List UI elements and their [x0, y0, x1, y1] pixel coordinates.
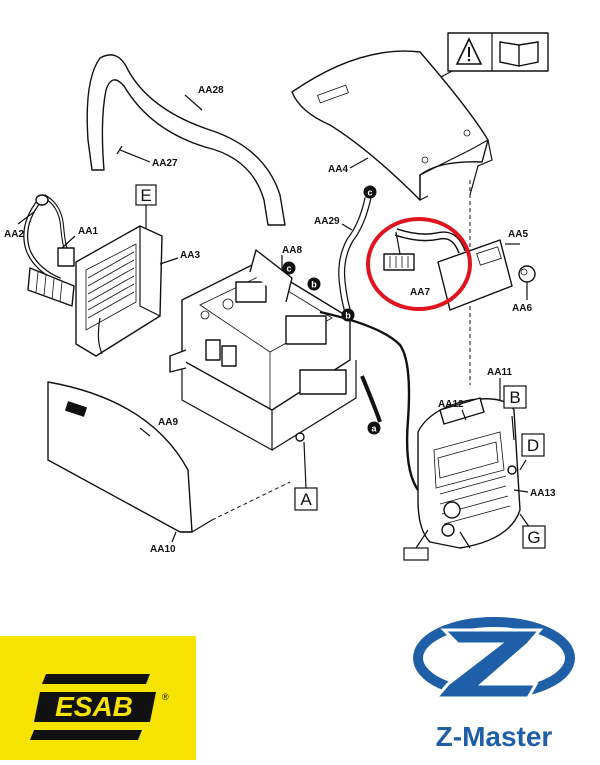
side-cover-aa9 — [47, 381, 291, 543]
main-pcb-aa8 — [169, 249, 382, 452]
box-label-e: E — [135, 184, 157, 206]
connector-c-board: c — [282, 261, 296, 275]
exploded-parts-diagram: c b c b a AA28 AA27 AA4 AA29 AA5 AA6 AA7… — [4, 32, 556, 561]
cable-b — [319, 310, 420, 491]
svg-text:c: c — [286, 264, 291, 274]
label-aa12: AA12 — [438, 399, 464, 410]
esab-logo: ESAB ® — [0, 636, 196, 760]
svg-text:a: a — [371, 424, 377, 434]
label-aa1: AA1 — [78, 226, 98, 237]
svg-text:D: D — [527, 436, 539, 455]
front-frame-aa11 — [417, 378, 531, 549]
highlight-circle — [366, 217, 472, 311]
label-aa29: AA29 — [314, 216, 340, 227]
connector-b-lower: b — [341, 308, 355, 322]
label-aa10: AA10 — [150, 544, 176, 555]
registered-mark: ® — [162, 692, 169, 702]
label-aa2: AA2 — [4, 229, 24, 240]
svg-text:b: b — [345, 311, 351, 321]
label-aa6: AA6 — [512, 303, 532, 314]
label-aa28: AA28 — [198, 85, 224, 96]
label-aa7: AA7 — [410, 287, 430, 298]
label-aa27: AA27 — [152, 158, 178, 169]
knob-aa6 — [518, 265, 536, 300]
label-aa5: AA5 — [508, 229, 528, 240]
display-cable-aa7 — [383, 228, 466, 271]
rear-panel-aa3 — [75, 204, 179, 357]
strain-relief-aa1 — [27, 235, 76, 307]
label-aa4: AA4 — [328, 164, 348, 175]
top-cover-aa4 — [291, 50, 493, 385]
ribbon-cable-aa28 — [86, 54, 286, 226]
box-label-d: D — [521, 433, 545, 457]
label-aa8: AA8 — [282, 245, 302, 256]
cable-aa29 — [338, 197, 372, 314]
svg-text:b: b — [311, 280, 317, 290]
connector-c-upper: c — [363, 185, 377, 199]
svg-text:A: A — [300, 490, 312, 509]
power-cord-aa2 — [17, 194, 72, 283]
svg-text:E: E — [140, 186, 151, 205]
box-label-b: B — [503, 385, 527, 409]
esab-wordmark: ESAB — [55, 691, 133, 722]
connector-b-board: b — [307, 277, 321, 291]
label-aa11: AA11 — [487, 367, 512, 378]
box-label-a: A — [294, 441, 318, 511]
svg-text:B: B — [509, 388, 520, 407]
z-master-wordmark: Z-Master — [436, 721, 553, 752]
z-master-logo: Z-Master — [408, 614, 580, 760]
label-aa13: AA13 — [530, 488, 556, 499]
svg-text:G: G — [527, 528, 540, 547]
label-aa3: AA3 — [180, 250, 200, 261]
svg-text:c: c — [367, 188, 372, 198]
box-label-g: G — [522, 525, 546, 549]
label-aa9: AA9 — [158, 417, 178, 428]
connector-a: a — [367, 421, 381, 435]
